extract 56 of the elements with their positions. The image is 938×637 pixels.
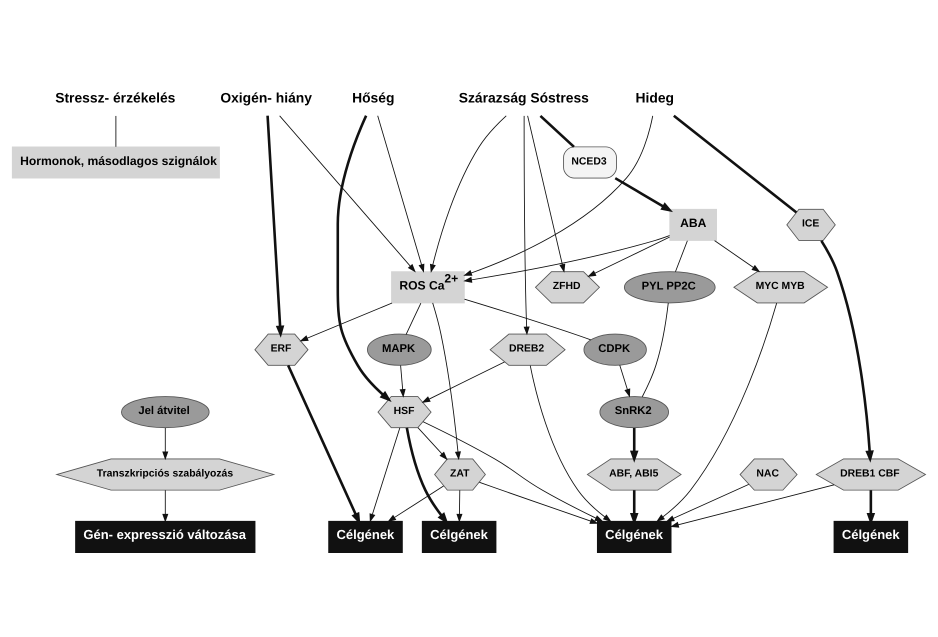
arrow xyxy=(670,484,835,528)
arrow xyxy=(377,115,424,273)
arrow xyxy=(524,115,530,336)
arrow xyxy=(479,482,599,524)
node-ellipse: Jel átvitel xyxy=(121,396,210,428)
arrow xyxy=(456,490,462,523)
node-box: Célgének xyxy=(328,520,403,553)
arrow xyxy=(430,115,507,273)
arrow xyxy=(630,428,638,463)
node-box: Hormonok, másodlagos szignálok xyxy=(12,146,220,179)
connector xyxy=(115,116,116,148)
connector xyxy=(406,302,422,335)
arrow xyxy=(587,236,670,277)
arrow xyxy=(422,362,505,403)
arrow xyxy=(422,421,604,522)
arrow xyxy=(656,302,778,522)
arrow xyxy=(463,115,654,276)
arrow xyxy=(820,240,874,463)
arrow xyxy=(162,428,168,460)
node-text: Stressz- érzékelés xyxy=(55,89,176,106)
arrow xyxy=(370,427,400,522)
arrow xyxy=(336,115,392,402)
arrow xyxy=(527,115,566,273)
node-box: Gén- expresszió változása xyxy=(75,520,256,553)
arrow xyxy=(666,484,750,522)
connector xyxy=(642,302,669,398)
node-box: Célgének xyxy=(834,520,908,553)
node-box: NCED3 xyxy=(563,146,617,179)
arrow xyxy=(418,427,448,460)
arrow xyxy=(614,177,673,212)
arrow xyxy=(400,365,406,398)
node-text: Hideg xyxy=(636,89,674,106)
connector xyxy=(464,298,592,340)
node-box: Célgének xyxy=(596,520,672,553)
node-box: ABA xyxy=(669,208,717,241)
arrow xyxy=(714,240,760,272)
node-text: Hőség xyxy=(352,89,394,106)
node-ellipse: SnRK2 xyxy=(599,396,669,428)
node-ellipse: PYL PP2C xyxy=(624,271,716,304)
node-text: Oxigén- hiány xyxy=(220,89,312,106)
node-text: Szárazság Sóstress xyxy=(458,89,589,106)
arrow xyxy=(387,486,444,522)
arrow xyxy=(619,364,630,398)
arrow xyxy=(266,116,284,338)
node-ellipse: MAPK xyxy=(367,334,432,366)
arrow xyxy=(463,235,670,283)
connector xyxy=(540,114,575,148)
node-box: Célgének xyxy=(422,520,496,553)
arrow xyxy=(300,302,393,342)
connector xyxy=(675,240,688,272)
node-ellipse: CDPK xyxy=(584,334,647,366)
arrow xyxy=(279,115,416,272)
arrow xyxy=(530,365,612,522)
connector xyxy=(673,114,798,214)
arrow xyxy=(432,302,461,460)
arrow xyxy=(162,490,168,523)
